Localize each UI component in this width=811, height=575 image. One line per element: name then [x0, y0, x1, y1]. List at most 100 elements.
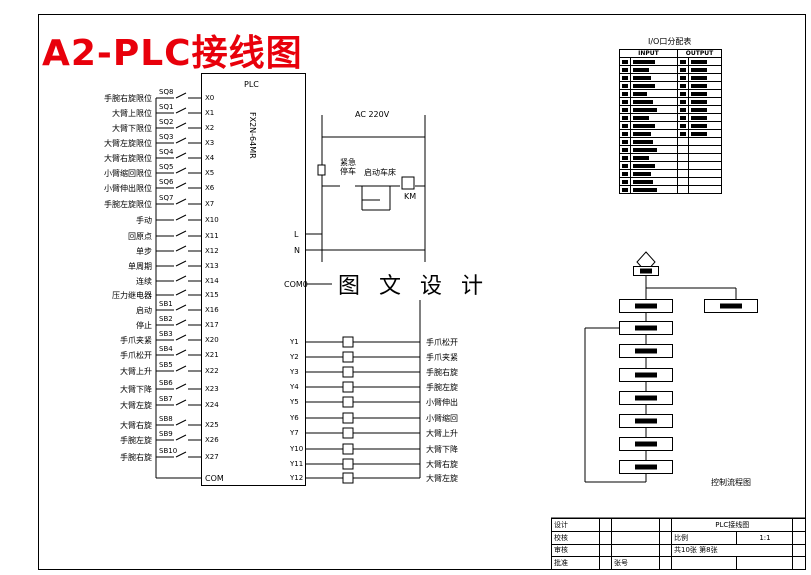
io-table-row	[619, 137, 723, 146]
io-table-row	[619, 65, 723, 74]
tb-page-label: 张号	[611, 556, 660, 570]
switch-contact	[175, 214, 187, 221]
output-coil	[342, 366, 354, 378]
io-table: INPUT OUTPUT	[619, 49, 723, 194]
input-terminal: X7	[205, 200, 215, 208]
switch-label: SB9	[159, 430, 173, 438]
switch-label: SB8	[159, 415, 173, 423]
io-input-head: INPUT	[619, 49, 678, 58]
flow-step-box	[619, 344, 673, 358]
io-table-cell	[619, 137, 631, 146]
output-coil	[342, 336, 354, 348]
io-table-cell	[630, 57, 678, 66]
io-table-row	[619, 169, 723, 178]
switch-contact	[175, 122, 187, 129]
input-desc: 手爪松开	[120, 351, 152, 360]
input-desc: 手动	[136, 216, 152, 225]
io-table-cell	[687, 105, 723, 114]
io-table-cell	[687, 121, 723, 130]
io-table-cell	[687, 65, 723, 74]
flow-step-box	[704, 299, 758, 313]
switch-contact	[175, 365, 187, 372]
io-table-cell	[630, 113, 678, 122]
plc-header: PLC	[244, 80, 259, 89]
input-desc: 连续	[136, 277, 152, 286]
output-terminal: Y11	[290, 460, 304, 468]
io-table-cell	[687, 153, 723, 162]
io-table-cell	[676, 113, 689, 122]
input-terminal: X20	[205, 336, 219, 344]
input-terminal: X14	[205, 277, 219, 285]
io-table-title: I/O口分配表	[648, 37, 692, 46]
io-table-cell	[676, 89, 689, 98]
output-desc: 手爪夹紧	[426, 353, 458, 362]
flow-start-box	[633, 266, 659, 276]
io-table-row	[619, 161, 723, 170]
io-table-cell	[676, 153, 689, 162]
tb-sheet-name: PLC接线图	[670, 518, 794, 532]
drawing-frame	[38, 14, 806, 570]
io-table-cell	[630, 177, 678, 186]
output-terminal: Y5	[290, 398, 299, 406]
io-table-cell	[687, 169, 723, 178]
input-desc: 小臂缩回限位	[104, 169, 152, 178]
output-coil	[342, 472, 354, 484]
io-table-cell	[630, 185, 678, 194]
io-table-cell	[676, 129, 689, 138]
io-table-cell	[687, 97, 723, 106]
input-terminal: X1	[205, 109, 215, 117]
input-desc: 单周期	[128, 262, 152, 271]
switch-contact	[175, 137, 187, 144]
switch-label: SQ4	[159, 148, 174, 156]
flow-step-box	[619, 368, 673, 382]
io-table-cell	[619, 97, 631, 106]
io-table-row	[619, 153, 723, 162]
flow-step-box	[619, 299, 673, 313]
io-table-cell	[630, 137, 678, 146]
io-table-cell	[687, 185, 723, 194]
io-table-cell	[630, 121, 678, 130]
tb-scale: 1:1	[736, 530, 794, 545]
io-table-cell	[619, 153, 631, 162]
io-table-cell	[676, 105, 689, 114]
io-table-cell	[619, 81, 631, 90]
output-terminal: Y7	[290, 429, 299, 437]
input-terminal: X17	[205, 321, 219, 329]
io-table-row	[619, 145, 723, 154]
io-table-cell	[630, 145, 678, 154]
io-table-cell	[619, 177, 631, 186]
io-table-row	[619, 81, 723, 90]
io-table-cell	[687, 89, 723, 98]
switch-label: SB10	[159, 447, 178, 455]
io-table-cell	[630, 105, 678, 114]
input-desc: 大臂下降	[120, 385, 152, 394]
io-table-cell	[619, 145, 631, 154]
output-terminal: Y2	[290, 353, 299, 361]
output-terminal: Y6	[290, 414, 299, 422]
flow-chart-label: 控制流程图	[711, 478, 751, 487]
io-table-cell	[619, 73, 631, 82]
io-table-row	[619, 97, 723, 106]
input-desc: 手爪夹紧	[120, 336, 152, 345]
switch-label: SB2	[159, 315, 173, 323]
output-desc: 手爪松开	[426, 338, 458, 347]
io-table-cell	[630, 65, 678, 74]
switch-contact	[175, 182, 187, 189]
io-table-cell	[630, 81, 678, 90]
switch-contact	[175, 334, 187, 341]
switch-label: SQ6	[159, 178, 174, 186]
io-table-cell	[619, 121, 631, 130]
io-table-cell	[619, 169, 631, 178]
io-table-row	[619, 185, 723, 194]
switch-label: SQ2	[159, 118, 174, 126]
flow-step-box	[619, 391, 673, 405]
switch-contact	[175, 419, 187, 426]
output-desc: 大臂左旋	[426, 474, 458, 483]
start-machine-label: 启动车床	[364, 168, 396, 177]
output-coil	[342, 458, 354, 470]
io-table-cell	[619, 113, 631, 122]
switch-contact	[175, 275, 187, 282]
io-table-cell	[619, 65, 631, 74]
io-table-cell	[619, 57, 631, 66]
input-desc: 大臂上限位	[112, 109, 152, 118]
